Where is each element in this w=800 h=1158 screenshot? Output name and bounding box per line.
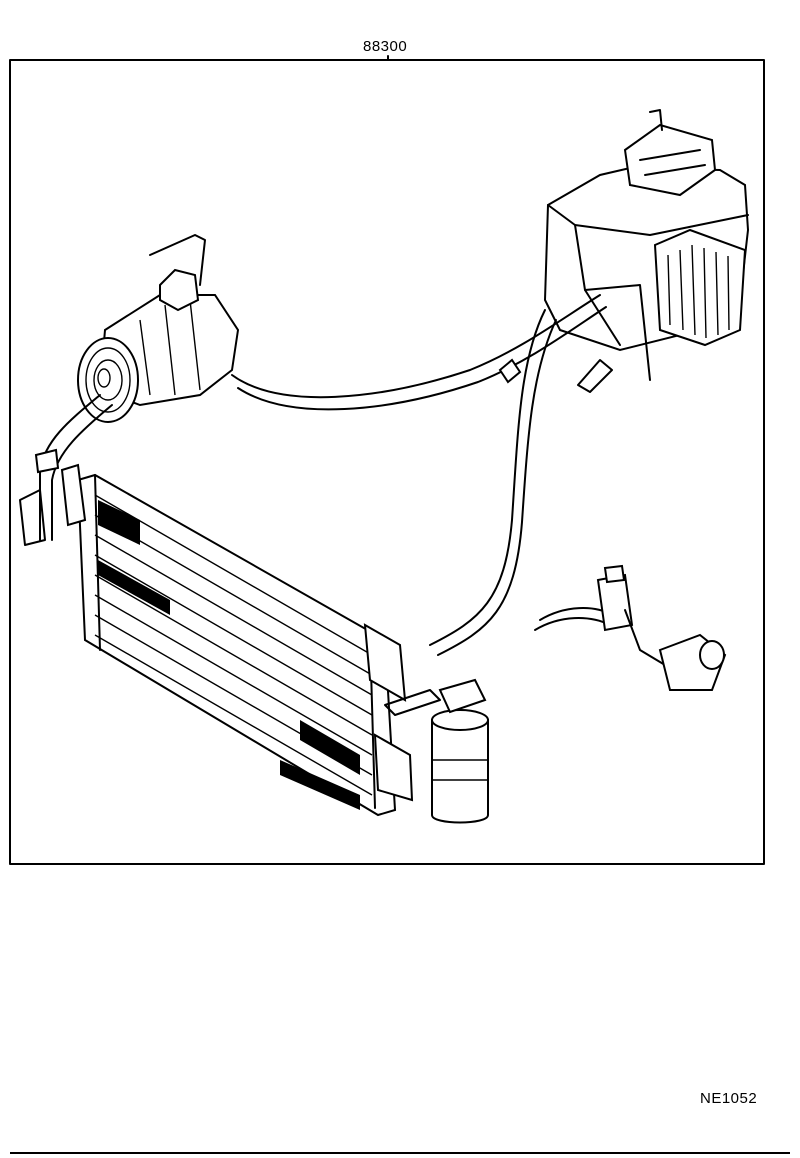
- compressor: [77, 234, 240, 423]
- assembly-number-label: 88300: [363, 38, 408, 55]
- condenser: [19, 463, 414, 817]
- evaporator-unit: [543, 109, 750, 393]
- figure-code-label: NE1052: [700, 1090, 758, 1107]
- refrigerant-hoses: [34, 294, 607, 656]
- expansion-valve-assembly: [534, 564, 727, 691]
- receiver-dryer: [384, 678, 489, 824]
